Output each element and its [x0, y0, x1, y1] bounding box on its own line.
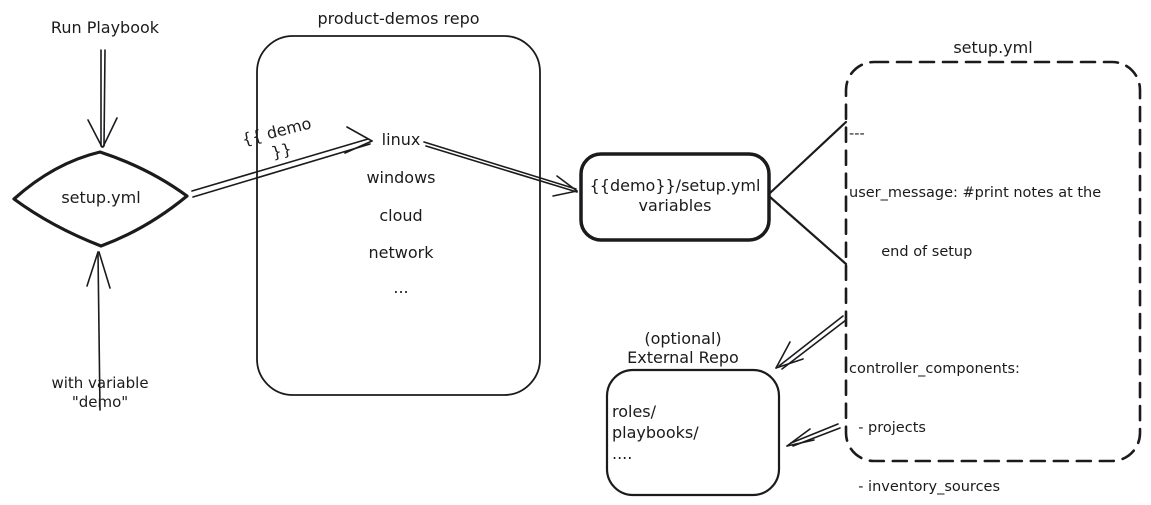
- repo-title: product-demos repo: [317, 9, 480, 28]
- yml-line: ---: [849, 126, 865, 143]
- with-variable-label: with variable "demo": [30, 374, 170, 412]
- external-repo-title-line2: External Repo: [627, 348, 739, 367]
- external-repo-line-ellipsis: ....: [612, 444, 633, 463]
- external-repo-content: roles/ playbooks/ ....: [612, 401, 699, 464]
- variables-box-line1: {{demo}}/setup.yml: [589, 176, 761, 195]
- repo-item-cloud: cloud: [379, 206, 423, 225]
- yml-line: controller_components:: [849, 361, 1020, 378]
- with-variable-line2: "demo": [71, 393, 129, 411]
- external-repo-title: (optional) External Repo: [598, 329, 768, 367]
- run-playbook-arrow: [87, 49, 118, 148]
- demo-variable-arrow: [191, 126, 373, 198]
- repo-item-network: network: [368, 243, 434, 262]
- yml-line: end of setup: [849, 243, 973, 260]
- external-repo-line-playbooks: playbooks/: [612, 423, 699, 442]
- setup-yml-content: --- user_message: #print notes at the en…: [849, 86, 1141, 505]
- yml-line: [849, 302, 1141, 322]
- repo-item-ellipsis: ...: [393, 278, 409, 297]
- variables-box-line2: variables: [638, 196, 712, 215]
- external-repo-box: [605, 368, 781, 497]
- with-variable-arrow: [86, 251, 111, 411]
- run-playbook-label: Run Playbook: [50, 18, 160, 37]
- job-templates-to-external-repo-arrow: [786, 423, 841, 447]
- variables-box-label: {{demo}}/setup.yml variables: [585, 176, 765, 216]
- repo-item-linux: linux: [381, 130, 421, 149]
- repo-item-windows: windows: [366, 168, 436, 187]
- yml-line: - inventory_sources: [849, 478, 1001, 495]
- yml-line: - projects: [849, 420, 926, 437]
- projects-to-external-repo-arrow: [775, 315, 847, 370]
- external-repo-title-line1: (optional): [644, 329, 722, 348]
- with-variable-line1: with variable: [51, 374, 149, 392]
- linux-to-variables-arrow: [423, 141, 578, 197]
- product-demos-repo-box: [256, 35, 541, 396]
- yml-line: user_message: #print notes at the: [849, 184, 1102, 201]
- external-repo-line-roles: roles/: [612, 402, 657, 421]
- decision-diamond-shape: [12, 150, 189, 248]
- decision-label: setup.yml: [61, 188, 141, 207]
- setup-yml-title: setup.yml: [953, 38, 1033, 57]
- variables-to-setup-lines: [768, 120, 848, 266]
- setup-yml-dashed-box: [844, 60, 1142, 463]
